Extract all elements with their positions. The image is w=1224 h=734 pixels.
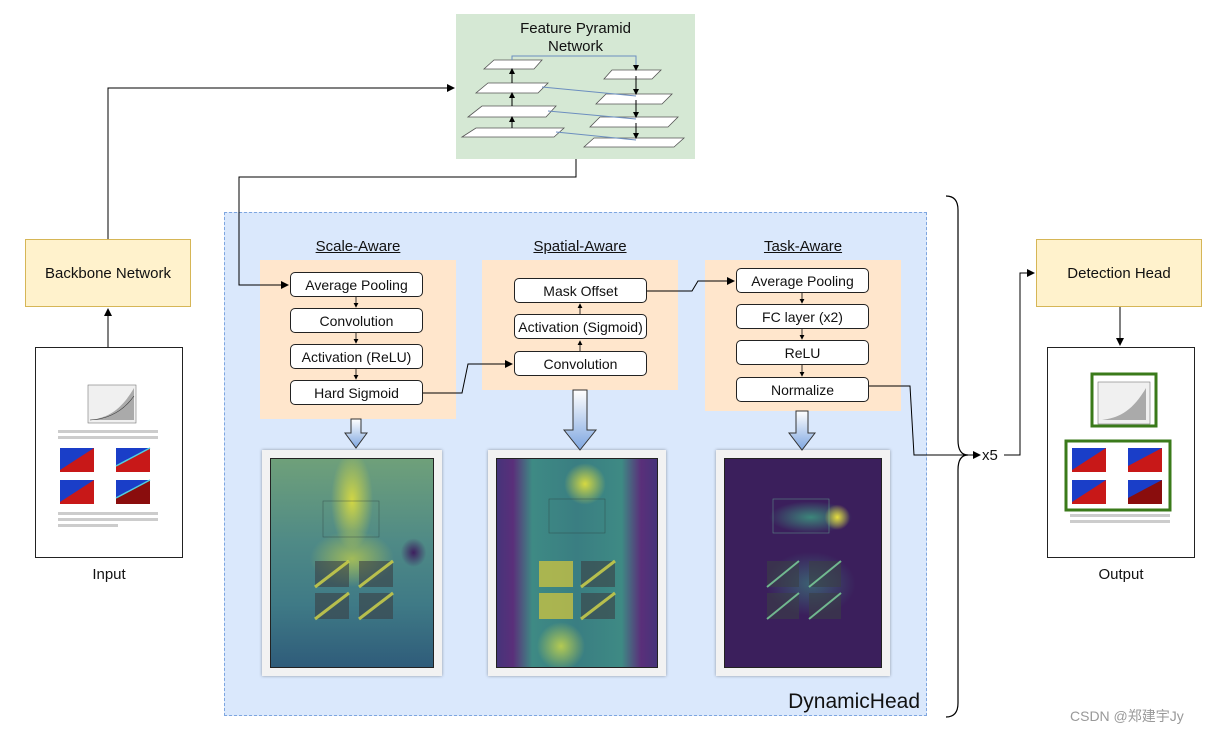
spatial-step-convolution: Convolution bbox=[514, 351, 647, 376]
fpn-plane bbox=[474, 82, 549, 94]
repeat-brace bbox=[945, 195, 969, 718]
fpn-plane bbox=[482, 59, 543, 70]
detection-head-box: Detection Head bbox=[1036, 239, 1202, 307]
spatial-heatmap-overlay bbox=[539, 498, 616, 621]
scale-step-convolution: Convolution bbox=[290, 308, 423, 333]
repeat-label: x5 bbox=[982, 447, 998, 464]
task-step-normalize: Normalize bbox=[736, 377, 869, 402]
fpn-plane bbox=[466, 105, 557, 118]
input-document bbox=[35, 347, 183, 558]
scale-step-activation-relu: Activation (ReLU) bbox=[290, 344, 423, 369]
task-step-average-pooling: Average Pooling bbox=[736, 268, 869, 293]
fpn-plane bbox=[589, 116, 679, 128]
spatial-step-activation-sigmoid: Activation (Sigmoid) bbox=[514, 314, 647, 339]
fpn-plane bbox=[460, 127, 566, 138]
fpn-pyramid-graphic bbox=[460, 55, 686, 148]
spatial-to-heatmap-arrow bbox=[562, 389, 598, 451]
task-aware-heatmap bbox=[716, 450, 890, 676]
task-to-repeat-arrow bbox=[869, 385, 981, 459]
output-document-thumbnail bbox=[1064, 372, 1172, 523]
fpn-plane bbox=[582, 137, 686, 148]
scale-step-average-pooling: Average Pooling bbox=[290, 272, 423, 297]
fpn-to-scale-aware-arrow bbox=[238, 159, 577, 289]
fpn-plane bbox=[603, 69, 662, 80]
task-step-relu: ReLU bbox=[736, 340, 869, 365]
spatial-aware-title: Spatial-Aware bbox=[533, 238, 627, 255]
fpn-title-line1: Feature Pyramid bbox=[520, 20, 631, 37]
scale-step-hard-sigmoid: Hard Sigmoid bbox=[290, 380, 423, 405]
scale-to-spatial-arrow bbox=[423, 360, 513, 394]
dynamic-head-label: DynamicHead bbox=[788, 690, 920, 713]
input-document-thumbnail bbox=[58, 384, 158, 527]
task-step-fc-layer: FC layer (x2) bbox=[736, 304, 869, 329]
watermark: CSDN @郑建宇Jy bbox=[1070, 708, 1184, 724]
task-aware-title: Task-Aware bbox=[763, 238, 843, 255]
fpn-title: Feature Pyramid Network bbox=[456, 20, 695, 56]
backbone-network-box: Backbone Network bbox=[25, 239, 191, 307]
scale-to-heatmap-arrow bbox=[344, 418, 368, 449]
fpn-title-line2: Network bbox=[547, 38, 603, 55]
repeat-to-detection-arrow bbox=[1004, 269, 1035, 456]
output-document bbox=[1047, 347, 1195, 558]
scale-aware-title: Scale-Aware bbox=[315, 238, 401, 255]
task-heatmap-overlay bbox=[766, 498, 842, 620]
backbone-to-fpn-arrow bbox=[107, 84, 455, 239]
fpn-plane bbox=[595, 93, 673, 105]
spatial-to-task-arrow bbox=[647, 277, 735, 292]
spatial-aware-heatmap bbox=[488, 450, 666, 676]
spatial-step-mask-offset: Mask Offset bbox=[514, 278, 647, 303]
input-caption: Input bbox=[92, 566, 126, 583]
output-caption: Output bbox=[1098, 566, 1144, 583]
scale-heatmap-overlay bbox=[314, 500, 394, 621]
task-to-heatmap-arrow bbox=[787, 410, 817, 451]
scale-aware-heatmap bbox=[262, 450, 442, 676]
